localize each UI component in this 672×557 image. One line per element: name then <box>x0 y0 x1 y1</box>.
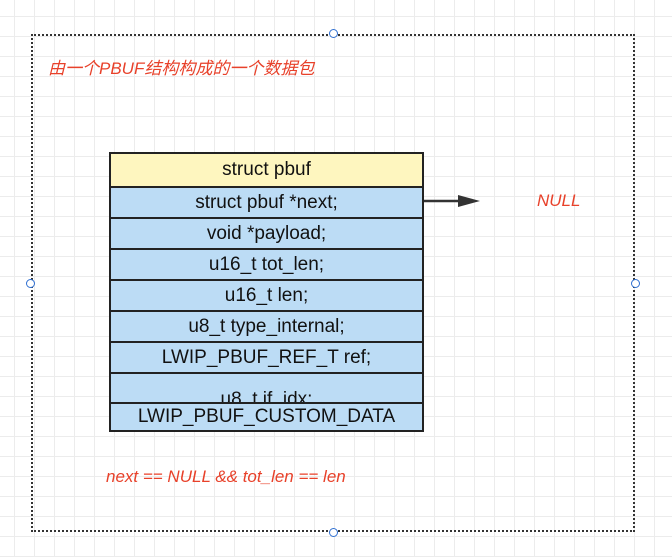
resize-handle-left[interactable] <box>26 279 35 288</box>
condition-note: next == NULL && tot_len == len <box>106 467 346 486</box>
field-type-internal[interactable]: u8_t type_internal; <box>111 310 422 341</box>
field-custom-data[interactable]: LWIP_PBUF_CUSTOM_DATA <box>111 402 422 430</box>
null-label: NULL <box>537 191 581 210</box>
arrow-head <box>458 195 480 207</box>
field-if-idx-label: u8_t if_idx; <box>220 389 313 402</box>
resize-handle-right[interactable] <box>631 279 640 288</box>
resize-handle-top[interactable] <box>329 29 338 38</box>
field-ref[interactable]: LWIP_PBUF_REF_T ref; <box>111 341 422 372</box>
field-if-idx[interactable]: u8_t if_idx; <box>111 372 422 402</box>
struct-header[interactable]: struct pbuf <box>111 154 422 186</box>
resize-handle-bottom[interactable] <box>329 528 338 537</box>
pbuf-struct-table[interactable]: struct pbuf struct pbuf *next; void *pay… <box>109 152 424 432</box>
field-len[interactable]: u16_t len; <box>111 279 422 310</box>
diagram-title: 由一个PBUF结构构成的一个数据包 <box>48 59 315 78</box>
field-tot-len[interactable]: u16_t tot_len; <box>111 248 422 279</box>
field-next[interactable]: struct pbuf *next; <box>111 186 422 217</box>
next-pointer-arrow[interactable] <box>424 192 484 210</box>
field-payload[interactable]: void *payload; <box>111 217 422 248</box>
